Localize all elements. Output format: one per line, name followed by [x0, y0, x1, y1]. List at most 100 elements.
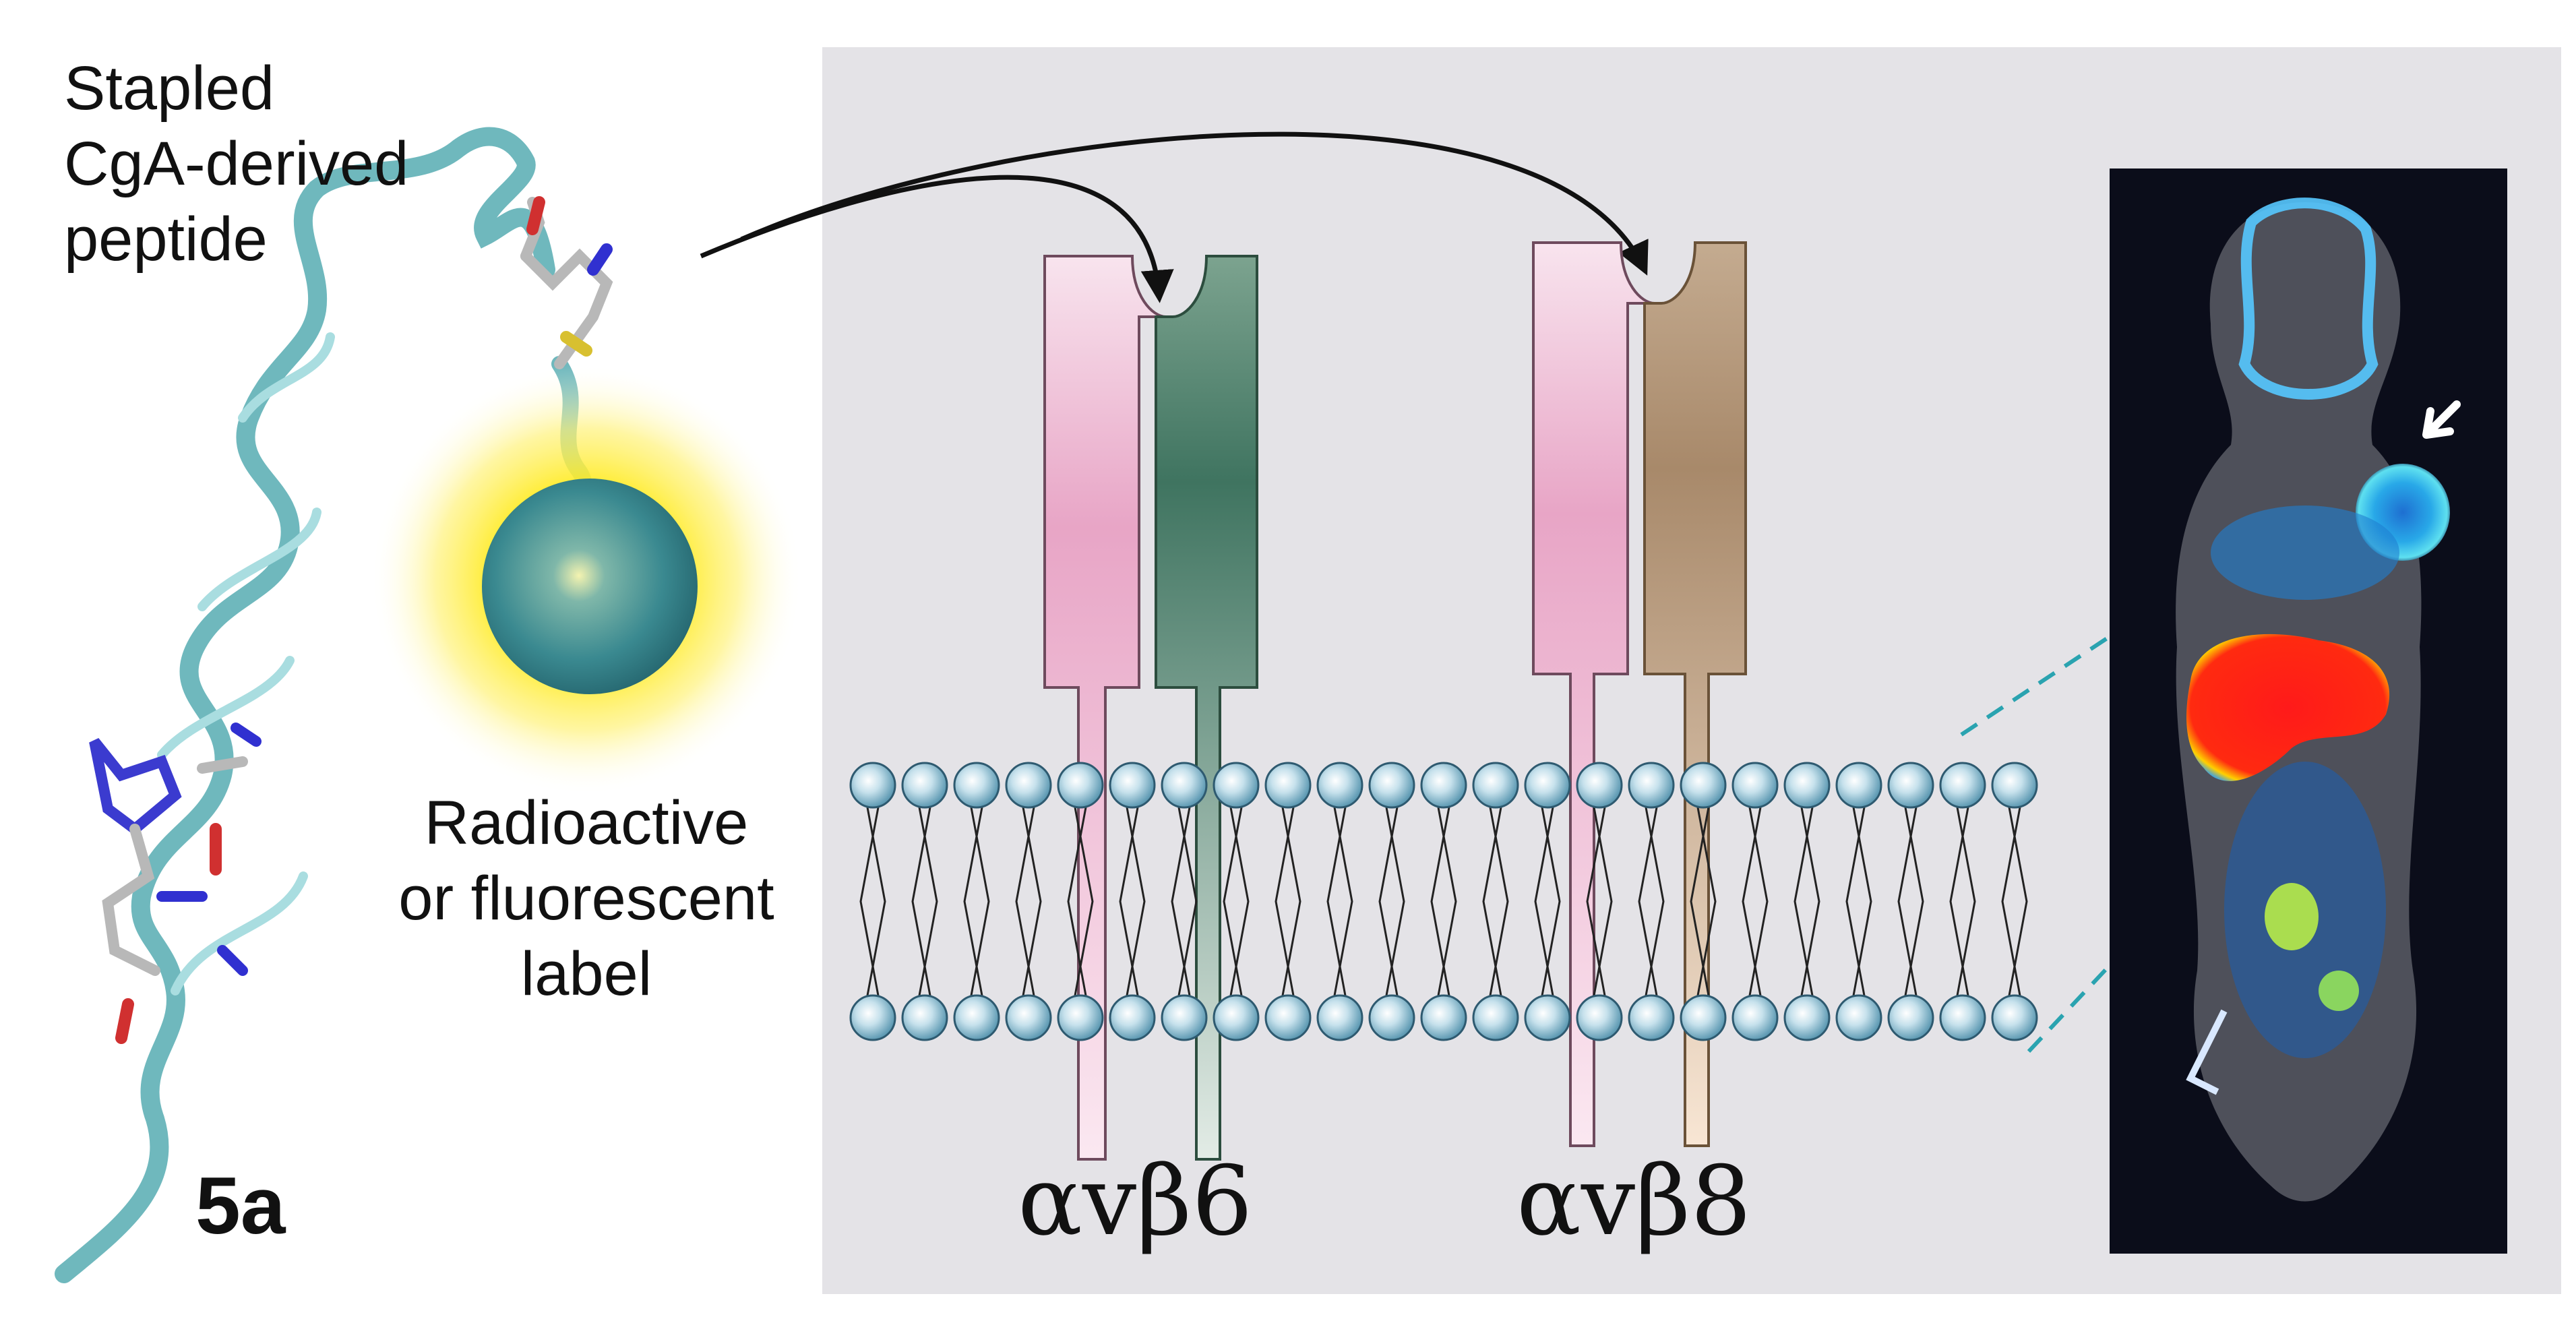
side-chains: [89, 196, 613, 1044]
lipid-head: [1472, 762, 1519, 809]
lipid-tail: [1223, 807, 1250, 996]
lipid-tail: [1275, 807, 1301, 996]
lipid-tail: [1430, 807, 1457, 996]
lipid-tail: [1119, 807, 1146, 996]
lipid-head: [849, 762, 896, 809]
lipid-head: [1731, 994, 1779, 1041]
lipid-head: [1368, 762, 1415, 809]
lipid-head: [1264, 762, 1312, 809]
lipid-head: [1420, 994, 1467, 1041]
binding-arrow-b8: [740, 131, 1649, 276]
bladder-uptake: [2265, 883, 2319, 950]
lipid-head: [1213, 994, 1260, 1041]
lipid-head: [849, 994, 896, 1041]
integrin-name-avb8: αvβ8: [1516, 1146, 1752, 1257]
lipid-head: [1472, 994, 1519, 1041]
lipid-head: [1057, 762, 1104, 809]
label-description-line: or fluorescent: [398, 864, 774, 933]
alpha-subunit-b8: [1532, 241, 1655, 1147]
label-description-line: label: [520, 940, 652, 1008]
lipid-tail: [1793, 807, 1820, 996]
lipid-head: [1576, 994, 1623, 1041]
bone-line: [2186, 1009, 2228, 1095]
lipid-tail: [963, 807, 990, 996]
lipid-head: [1783, 994, 1831, 1041]
lipid-tail: [1690, 807, 1717, 996]
lipid-tail: [1949, 807, 1976, 996]
lipid-head: [1368, 994, 1415, 1041]
lipid-head: [1939, 994, 1986, 1041]
compound-id: 5a: [195, 1161, 286, 1251]
lipid-tail: [911, 807, 938, 996]
lipid-head: [1057, 994, 1104, 1041]
white-arrow-icon: [2422, 400, 2461, 439]
lipid-head: [901, 994, 948, 1041]
label-sphere: [482, 479, 698, 694]
lipid-head: [1420, 762, 1467, 809]
lipid-head: [1835, 762, 1882, 809]
lipid-head: [953, 994, 1000, 1041]
pet-scan-image: [2110, 168, 2507, 1254]
lipid-head: [1887, 762, 1934, 809]
integrin-name-avb6: αvβ6: [1018, 1146, 1253, 1257]
alpha-subunit-b6: [1043, 255, 1167, 1161]
lipid-tail: [1378, 807, 1405, 996]
lipid-tail: [1171, 807, 1198, 996]
lipid-head: [1005, 762, 1052, 809]
label-description-line: Radioactive: [424, 789, 749, 857]
lipid-head: [1316, 762, 1363, 809]
peptide-title-line: peptide: [64, 205, 268, 274]
lipid-tail: [1482, 807, 1509, 996]
lipid-tail: [1638, 807, 1665, 996]
lipid-head: [1680, 994, 1727, 1041]
lung-uptake: [2211, 505, 2399, 600]
integrin-avb8: [1532, 241, 1747, 1147]
lipid-head: [901, 762, 948, 809]
lipid-tail: [1742, 807, 1769, 996]
lipid-head: [1524, 762, 1571, 809]
integrin-avb6: [1043, 255, 1258, 1161]
peptide-title-line: Stapled: [64, 54, 275, 123]
lipid-head: [1316, 994, 1363, 1041]
lipid-head: [1161, 762, 1208, 809]
lipid-head: [1887, 994, 1934, 1041]
lipid-tail: [1534, 807, 1561, 996]
lipid-head: [1524, 994, 1571, 1041]
lipid-tail: [1897, 807, 1924, 996]
lipid-tail: [1067, 807, 1094, 996]
peptide-helix-highlight: [157, 332, 335, 995]
peptide-title-line: CgA-derived: [64, 129, 409, 198]
lipid-head: [1731, 762, 1779, 809]
lipid-bilayer: [849, 762, 2038, 1041]
lipid-tail: [1845, 807, 1872, 996]
lipid-head: [953, 762, 1000, 809]
lipid-head: [1005, 994, 1052, 1041]
hip-uptake: [2319, 971, 2359, 1011]
lipid-head: [1991, 994, 2038, 1041]
lipid-head: [1628, 994, 1675, 1041]
lipid-head: [1576, 762, 1623, 809]
lipid-head: [1991, 762, 2038, 809]
lipid-head: [1213, 762, 1260, 809]
lipid-tail: [1015, 807, 1042, 996]
lipid-tail: [2001, 807, 2028, 996]
beta8-subunit: [1643, 241, 1747, 1147]
lipid-head: [1783, 762, 1831, 809]
lipid-head: [1628, 762, 1675, 809]
peptide-title: Stapled CgA-derived peptide: [64, 51, 408, 277]
lipid-head: [1264, 994, 1312, 1041]
lipid-tail: [859, 807, 886, 996]
lipid-tail: [1326, 807, 1353, 996]
skull-uptake: [2238, 197, 2379, 400]
lipid-head: [1161, 994, 1208, 1041]
lipid-head: [1680, 762, 1727, 809]
label-description: Radioactive or fluorescent label: [350, 785, 822, 1012]
lipid-head: [1939, 762, 1986, 809]
lipid-head: [1835, 994, 1882, 1041]
beta6-subunit: [1155, 255, 1258, 1161]
liver-uptake: [2186, 634, 2390, 781]
lipid-head: [1109, 762, 1156, 809]
lipid-tail: [1586, 807, 1613, 996]
lipid-head: [1109, 994, 1156, 1041]
